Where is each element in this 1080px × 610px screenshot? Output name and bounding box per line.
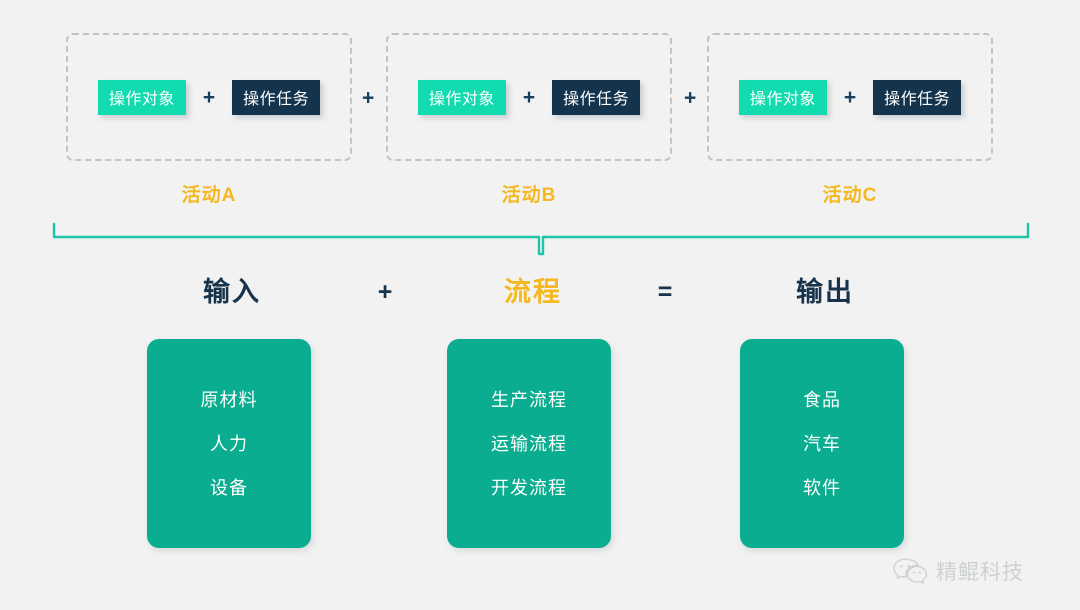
activity-group-a: 操作对象 + 操作任务: [66, 33, 352, 161]
plus-icon-b: +: [522, 85, 536, 109]
brace-path: [52, 222, 1030, 256]
process-card-item-3: 开发流程: [491, 477, 567, 498]
equation-row: 输入 + 流程 = 输出: [0, 270, 1080, 316]
group-separator-plus-2: +: [684, 86, 697, 110]
plus-icon-c: +: [843, 85, 857, 109]
watermark-text: 精鲲科技: [936, 561, 1024, 584]
operation-object-badge-b: 操作对象: [417, 79, 506, 115]
process-card: 生产流程 运输流程 开发流程: [447, 339, 611, 548]
activity-group-b: 操作对象 + 操作任务: [386, 33, 672, 161]
output-card: 食品 汽车 软件: [740, 339, 904, 548]
activity-label-a: 活动A: [181, 185, 237, 206]
wechat-icon: [893, 558, 927, 584]
activity-row: 操作对象 + 操作任务 + 操作对象 + 操作任务 + 操作对象 + 操作任务: [0, 33, 1080, 163]
equation-equals-operator: =: [657, 278, 673, 306]
input-card-item-2: 人力: [210, 433, 248, 454]
output-card-item-3: 软件: [803, 477, 841, 498]
input-card: 原材料 人力 设备: [147, 339, 311, 548]
activity-label-b: 活动B: [501, 185, 557, 206]
equation-plus-operator: +: [377, 278, 393, 306]
process-card-item-1: 生产流程: [491, 389, 567, 410]
operation-task-badge-c: 操作任务: [873, 79, 962, 115]
watermark: 精鲲科技: [893, 556, 1024, 586]
activity-label-c: 活动C: [822, 185, 878, 206]
process-card-item-2: 运输流程: [491, 433, 567, 454]
brace-connector: [52, 222, 1030, 256]
equation-process-label: 流程: [504, 277, 562, 307]
activity-group-a-content: 操作对象 + 操作任务: [68, 35, 350, 159]
operation-object-badge-c: 操作对象: [738, 79, 827, 115]
input-card-item-3: 设备: [210, 477, 248, 498]
activity-group-c-content: 操作对象 + 操作任务: [709, 35, 991, 159]
group-separator-plus-1: +: [362, 86, 375, 110]
equation-output-label: 输出: [796, 277, 854, 307]
output-card-item-1: 食品: [803, 389, 841, 410]
input-card-item-1: 原材料: [200, 389, 258, 410]
activity-group-c: 操作对象 + 操作任务: [707, 33, 993, 161]
plus-icon-a: +: [202, 85, 216, 109]
operation-task-badge-a: 操作任务: [232, 79, 321, 115]
operation-object-badge-a: 操作对象: [97, 79, 186, 115]
operation-task-badge-b: 操作任务: [552, 79, 641, 115]
equation-input-label: 输入: [203, 277, 261, 307]
output-card-item-2: 汽车: [803, 433, 841, 454]
activity-group-b-content: 操作对象 + 操作任务: [388, 35, 670, 159]
